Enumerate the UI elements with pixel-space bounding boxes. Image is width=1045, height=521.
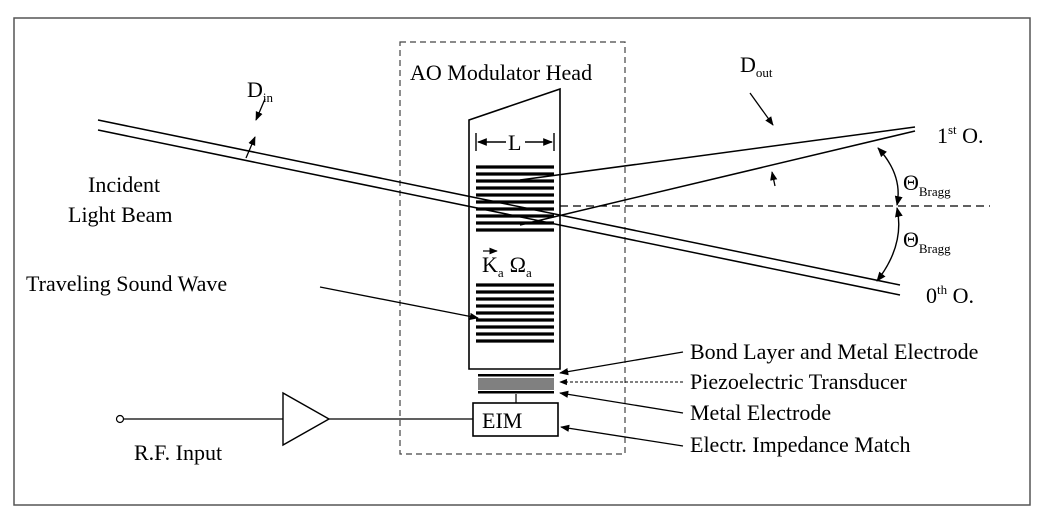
- rf-input-terminal: [115, 414, 125, 424]
- bond-pointer: [559, 351, 684, 376]
- bond-label: Bond Layer and Metal Electrode: [690, 339, 978, 364]
- theta-bragg-upper: ΘBragg: [903, 170, 951, 199]
- d-in-label: Din: [247, 77, 274, 105]
- sound-wavefronts-lower: [476, 283, 554, 343]
- impedance-pointer: [560, 424, 684, 447]
- d-in-arrow-bottom: [245, 136, 256, 159]
- modulator-head-box: [399, 41, 626, 455]
- zero-order-label: 0th O.: [926, 282, 974, 308]
- metal-electrode: [478, 391, 554, 394]
- incident-beam: [97, 119, 901, 296]
- piezoelectric-transducer: [478, 378, 554, 390]
- theta-bragg-lower: ΘBragg: [903, 227, 951, 256]
- d-out-label: Dout: [740, 52, 773, 80]
- rf-input-label: R.F. Input: [134, 440, 222, 465]
- amplifier-triangle: [282, 391, 331, 447]
- d-out-arrow-top: [749, 92, 774, 126]
- sound-wave-label: Traveling Sound Wave: [26, 271, 227, 296]
- incident-label-line2: Light Beam: [68, 202, 172, 227]
- metal-label: Metal Electrode: [690, 400, 831, 425]
- length-label: L: [508, 130, 521, 155]
- eim-label: EIM: [482, 408, 522, 433]
- first-order-beam: [519, 126, 916, 226]
- incident-label-line1: Incident: [88, 172, 160, 197]
- sound-wave-pointer: [319, 286, 479, 320]
- bond-layer: [478, 374, 554, 377]
- piezo-label: Piezoelectric Transducer: [690, 369, 908, 394]
- eim-box: [472, 402, 559, 437]
- sound-wavefronts-upper: [476, 165, 554, 232]
- d-out-arrow-bottom: [770, 171, 778, 187]
- bragg-arc-lower: [876, 207, 903, 282]
- d-in-arrow-top: [255, 98, 266, 121]
- modulator-head-title: AO Modulator Head: [410, 60, 592, 85]
- impedance-label: Electr. Impedance Match: [690, 432, 911, 457]
- bragg-arc-upper: [877, 147, 903, 206]
- metal-pointer: [559, 390, 684, 414]
- first-order-label: 1st O.: [937, 122, 984, 148]
- figure-frame: [13, 17, 1031, 506]
